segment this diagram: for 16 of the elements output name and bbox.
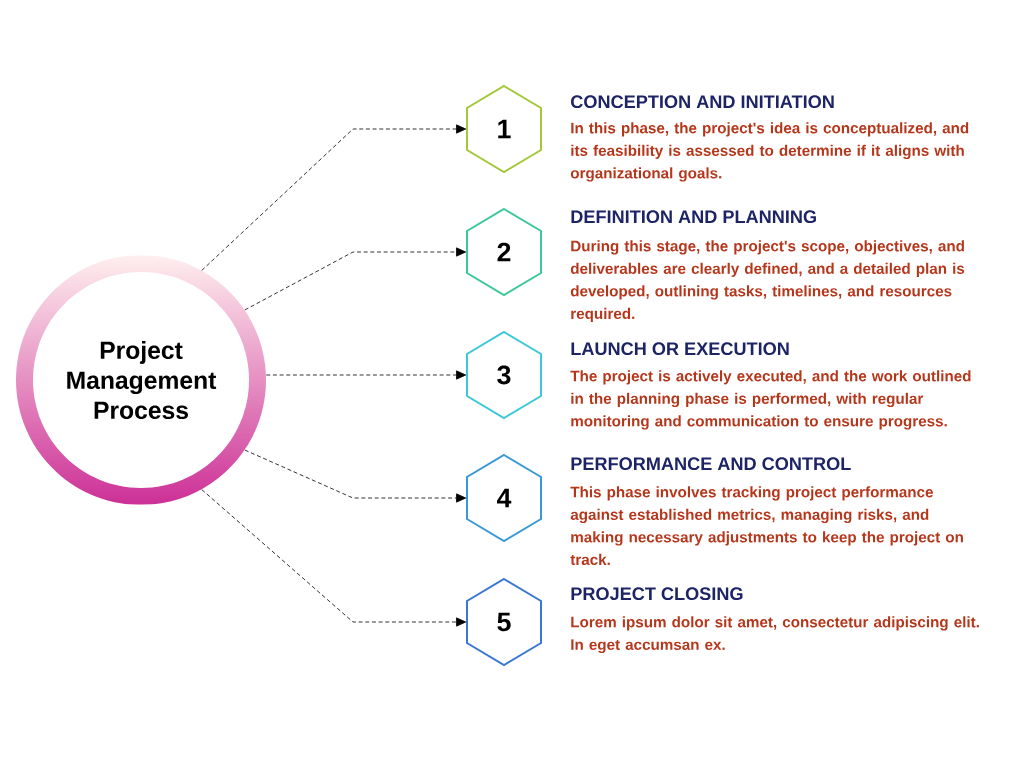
arrow: [201, 489, 467, 627]
step-heading: LAUNCH OR EXECUTION: [571, 342, 789, 356]
node-label: Project Management Process: [67, 340, 217, 420]
step-heading: CONCEPTION AND INITIATION: [571, 95, 834, 109]
step-description: The project is actively executed, and the work outlined in the planning phase is performed, with regular monitoring and communication to ensure progress.: [570, 370, 971, 430]
step-heading: PERFORMANCE AND CONTROL: [571, 457, 851, 471]
step-description: During this stage, the project's scope, objectives, and deliverables are clearly defined, and a detailed plan is developed, outlining tasks, timelines, and resources required.: [570, 240, 965, 323]
step-description: In this phase, the project's idea is conceptualized, and its feasibility is assessed to determine if it aligns with organizational goals.: [570, 122, 969, 182]
step-heading: DEFINITION AND PLANNING: [571, 210, 816, 224]
arrow: [265, 370, 467, 380]
step-description: Lorem ipsum dolor sit amet, consectetur adipiscing elit. In eget accumsan ex.: [571, 616, 979, 654]
arrow: [201, 124, 467, 271]
step-description: This phase involves tracking project performance against established metrics, managing risks, and making necessary adjustments to keep the project on track.: [570, 486, 963, 566]
arrow: [244, 449, 467, 503]
arrow: [244, 247, 467, 311]
step-heading: PROJECT CLOSING: [571, 587, 743, 601]
